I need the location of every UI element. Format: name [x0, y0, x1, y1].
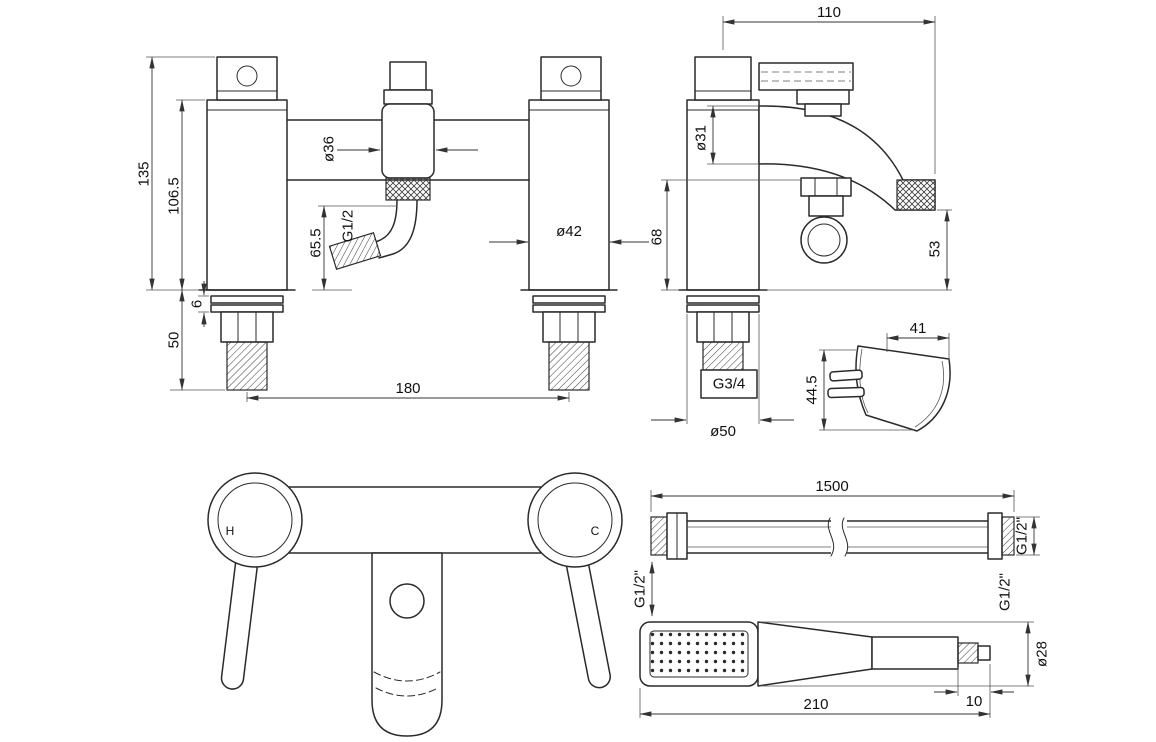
hot-lever — [220, 547, 259, 690]
label-hose-thread-right: G1/2" — [1014, 517, 1031, 555]
hose-view-dimensions: 1500 G1/2" G1/2" — [632, 478, 1040, 617]
hose-fitting-left — [650, 512, 688, 560]
handle-left — [216, 56, 278, 101]
dim-spout-clearance: 53 — [927, 241, 944, 258]
handset-handle — [871, 636, 959, 670]
bracket-view-dimensions: 41 44.5 — [804, 320, 950, 431]
hose-view — [650, 512, 1015, 560]
pillar-right — [528, 99, 610, 291]
diverter-side — [758, 62, 854, 117]
dim-handset-length: 210 — [803, 696, 828, 713]
handset-taper — [757, 621, 873, 687]
bracket-pin-top — [829, 369, 863, 382]
handle-side — [694, 56, 752, 101]
dim-bracket-width: 41 — [910, 320, 927, 337]
dim-base-diameter: ø50 — [710, 423, 736, 440]
dim-outlet-height: 68 — [649, 229, 666, 246]
dim-diverter-diameter: ø36 — [321, 136, 338, 162]
shower-outlet-thread — [328, 232, 382, 270]
spout-nozzle — [896, 179, 936, 211]
front-view — [198, 56, 618, 391]
tail-right — [532, 295, 606, 391]
hose-outlet — [800, 177, 852, 264]
label-handset-thread: G1/2" — [997, 573, 1014, 611]
tail-left — [210, 295, 284, 391]
handle-right-index-circle — [560, 65, 582, 87]
spout-plan — [371, 552, 443, 737]
hot-label: H — [226, 524, 235, 538]
bracket-view — [827, 345, 951, 432]
bracket-pin-bottom — [827, 386, 865, 399]
label-shower-outlet-thread: G1/2 — [340, 210, 357, 243]
dim-hose-length: 1500 — [815, 478, 848, 495]
side-view-dimensions: 110 ø31 68 53 G3/4 ø50 — [649, 4, 952, 440]
dim-tip-length: 10 — [966, 693, 983, 710]
pillar-side — [686, 99, 760, 291]
diverter-flange — [383, 89, 433, 105]
dim-shower-outlet-height: 65.5 — [308, 228, 325, 257]
cold-knob — [527, 472, 623, 568]
diverter-button-plan — [389, 583, 425, 619]
dim-head-diameter: ø28 — [1034, 641, 1051, 667]
shower-outlet-elbow — [328, 199, 418, 270]
handle-left-index-circle — [236, 65, 258, 87]
tail-side — [686, 295, 760, 399]
label-tail-thread: G3/4 — [713, 376, 746, 393]
dim-overall-height: 135 — [136, 161, 153, 186]
handset-connector — [957, 642, 991, 664]
bottom-view: H C — [207, 472, 623, 737]
dim-body-diameter: ø42 — [556, 223, 582, 240]
handset-view — [639, 621, 991, 687]
side-view — [678, 56, 936, 399]
cold-label: C — [591, 524, 600, 538]
bracket-body — [855, 345, 951, 432]
front-view-dimensions: 135 106.5 50 6 180 ø36 ø42 65.5 G1/2 — [136, 56, 649, 402]
dim-hole-centres: 180 — [395, 380, 420, 397]
hose-break-symbol — [827, 515, 849, 557]
hose-fitting-right — [987, 512, 1015, 560]
dim-projection: 110 — [817, 4, 841, 21]
handset-view-dimensions: ø28 G1/2" 10 210 — [639, 573, 1051, 718]
dim-spout-diameter: ø31 — [693, 125, 710, 151]
dim-washer-thickness: 6 — [189, 300, 206, 308]
thread-callout-box — [700, 369, 758, 399]
pillar-left — [206, 99, 288, 291]
diverter-knob — [389, 61, 427, 91]
spray-face — [649, 630, 749, 678]
aerator — [385, 177, 431, 201]
hot-knob — [207, 472, 303, 568]
dim-bracket-height: 44.5 — [804, 375, 821, 404]
handle-right — [540, 56, 602, 101]
dim-body-height: 106.5 — [166, 177, 183, 215]
dim-tail-length: 50 — [166, 332, 183, 349]
label-hose-thread-left: G1/2" — [632, 570, 649, 608]
diverter-body — [381, 103, 435, 179]
